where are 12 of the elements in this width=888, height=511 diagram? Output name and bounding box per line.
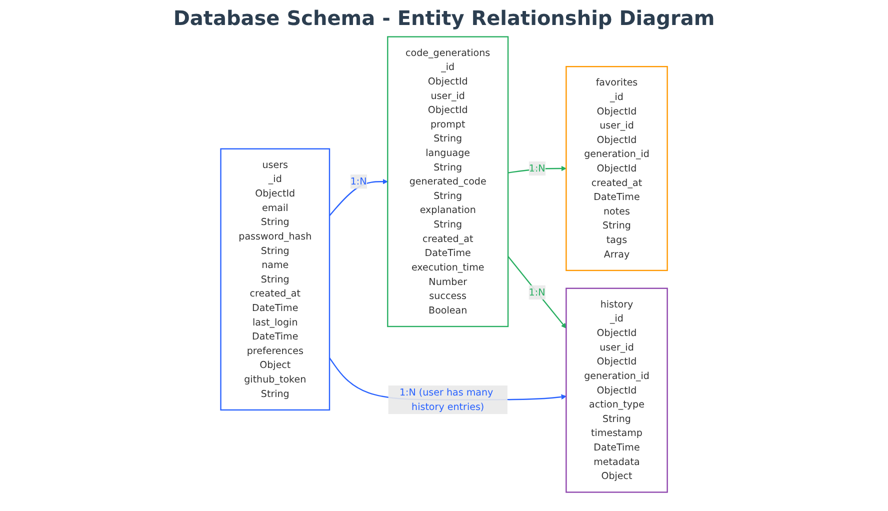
node-box: history _id ObjectId user_id ObjectId generation_id ObjectId action_type String timestamp DateTime metadata Object (566, 288, 668, 493)
edge-label: 1:N (user has many history entries) (399, 386, 494, 412)
node-box: favorites _id ObjectId user_id ObjectId generation_id ObjectId created_at DateTime notes String tags Array (566, 66, 668, 272)
edge-label: 1:N (528, 162, 546, 174)
arrow (508, 166, 566, 174)
arrow (329, 179, 388, 216)
node-box: code_generations _id ObjectId user_id ObjectId prompt String language String generated_code String explanation String created_at DateTime execution_time Number success Boolean (387, 36, 509, 328)
node-box: users _id ObjectId email String password_hash String name String created_at DateTime last_login DateTime preferences Object github_token String (220, 148, 330, 411)
edge-label: 1:N (350, 176, 367, 187)
edge-label: 1:N (528, 286, 546, 298)
diagram-title: Database Schema - Entity Relationship Diagram (172, 6, 716, 30)
arrow (508, 256, 566, 328)
